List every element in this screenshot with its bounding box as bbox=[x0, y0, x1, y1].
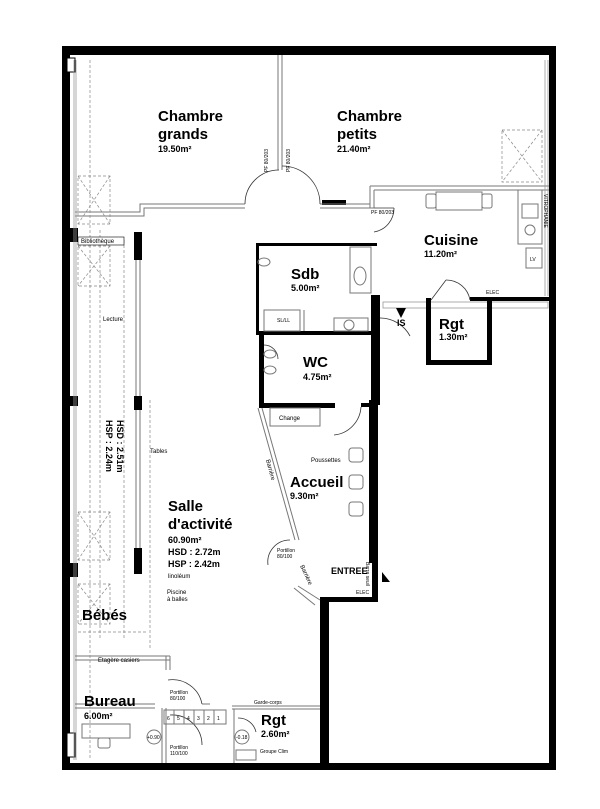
rgt-top-area: 1.30m² bbox=[439, 332, 468, 342]
accueil-area: 9.30m² bbox=[290, 491, 319, 501]
elec-top-label: ELEC bbox=[486, 290, 499, 296]
chambre-grands-area: 19.50m² bbox=[158, 144, 192, 154]
salle-hsp: HSP : 2.42m bbox=[168, 559, 220, 569]
rgt-bottom-name: Rgt bbox=[261, 712, 286, 729]
stair-step-1: 1 bbox=[217, 716, 220, 722]
pf-label-2: PF 80/203 bbox=[286, 149, 292, 172]
cuisine-area: 11.20m² bbox=[424, 249, 457, 259]
stair-step-6: 6 bbox=[167, 716, 170, 722]
is-label: IS bbox=[397, 318, 406, 328]
bureau-area: 6.00m² bbox=[84, 711, 113, 721]
furniture-outlines bbox=[77, 60, 543, 760]
wc-name: WC bbox=[303, 354, 328, 371]
sdb-area: 5.00m² bbox=[291, 283, 320, 293]
portillon-1-dim: 80/100 bbox=[277, 554, 293, 560]
chambre-petits-line1: Chambre bbox=[337, 108, 402, 125]
salle-line1: Salle bbox=[168, 498, 203, 515]
portillon-2-label: Portillon bbox=[170, 690, 188, 696]
level-marker-1: +0.90 bbox=[147, 735, 160, 741]
portillon-3-dim: 110/100 bbox=[170, 751, 188, 757]
pf-label-1: PF 80/203 bbox=[264, 149, 270, 172]
rgt-top-name: Rgt bbox=[439, 316, 464, 333]
interior-walls bbox=[62, 200, 549, 770]
level-marker-2: -0.18 bbox=[236, 735, 248, 741]
rgt-bottom-area: 2.60m² bbox=[261, 729, 290, 739]
entree-label: ENTREE bbox=[331, 566, 368, 576]
barriere-label-2: Barrière bbox=[298, 564, 313, 586]
pf-label-3: PF 80/203 bbox=[371, 210, 394, 216]
exterior-walls bbox=[62, 46, 556, 770]
salle-floor: linoléum bbox=[168, 574, 190, 580]
accueil-name: Accueil bbox=[290, 474, 343, 491]
cuisine-name: Cuisine bbox=[424, 232, 478, 249]
garde-corps-label: Garde-corps bbox=[254, 700, 282, 706]
barre-seuil-label: Barre seuil bbox=[364, 562, 370, 586]
barriere-label-1: Barrière bbox=[264, 459, 275, 482]
chambre-grands-line1: Chambre bbox=[158, 108, 223, 125]
hsp-vertical-label: HSP : 2.24m bbox=[104, 420, 114, 472]
annotation-labels: Bibliothèque Lecture Tables HSD : 2.51m … bbox=[77, 149, 548, 757]
lecture-label: Lecture bbox=[103, 317, 124, 323]
bureau-name: Bureau bbox=[84, 693, 136, 710]
etagere-label: Etagère casiers bbox=[98, 658, 140, 664]
chambre-petits-area: 21.40m² bbox=[337, 144, 371, 154]
stair-step-5: 5 bbox=[177, 716, 180, 722]
piscine-label-2: à balles bbox=[167, 597, 188, 603]
hsd-vertical-label: HSD : 2.51m bbox=[115, 420, 125, 473]
chambre-grands-line2: grands bbox=[158, 126, 208, 143]
vitrophanie-label: VITROPHANIE bbox=[542, 194, 548, 229]
stair-step-3: 3 bbox=[197, 716, 200, 722]
bebes-name: Bébés bbox=[82, 607, 127, 624]
stair-step-4: 4 bbox=[187, 716, 190, 722]
piscine-label-1: Piscine bbox=[167, 590, 187, 596]
edf-label: EDF bbox=[356, 597, 366, 603]
wc-area: 4.75m² bbox=[303, 372, 332, 382]
fixtures bbox=[81, 189, 543, 761]
portillon-3-label: Portillon bbox=[170, 745, 188, 751]
change-label: Change bbox=[279, 416, 301, 422]
elec-bottom-label: ELEC bbox=[356, 590, 369, 596]
stair-step-2: 2 bbox=[207, 716, 210, 722]
sdb-name: Sdb bbox=[291, 266, 319, 283]
portillon-2-dim: 80/100 bbox=[170, 696, 186, 702]
bibliotheque-label: Bibliothèque bbox=[81, 239, 115, 245]
chambre-petits-line2: petits bbox=[337, 126, 377, 143]
doors bbox=[167, 165, 471, 746]
salle-area: 60.90m² bbox=[168, 535, 202, 545]
lv-label: LV bbox=[530, 257, 536, 263]
salle-hsd: HSD : 2.72m bbox=[168, 547, 221, 557]
tables-label: Tables bbox=[150, 449, 167, 455]
portillon-1-label: Portillon bbox=[277, 548, 295, 554]
sl-ll-label: SL/LL bbox=[277, 318, 290, 324]
room-labels: Chambre grands 19.50m² Chambre petits 21… bbox=[82, 108, 478, 739]
salle-line2: d'activité bbox=[168, 516, 232, 533]
groupe-clim-label: Groupe Clim bbox=[260, 749, 288, 755]
poussettes-label: Poussettes bbox=[311, 458, 341, 464]
